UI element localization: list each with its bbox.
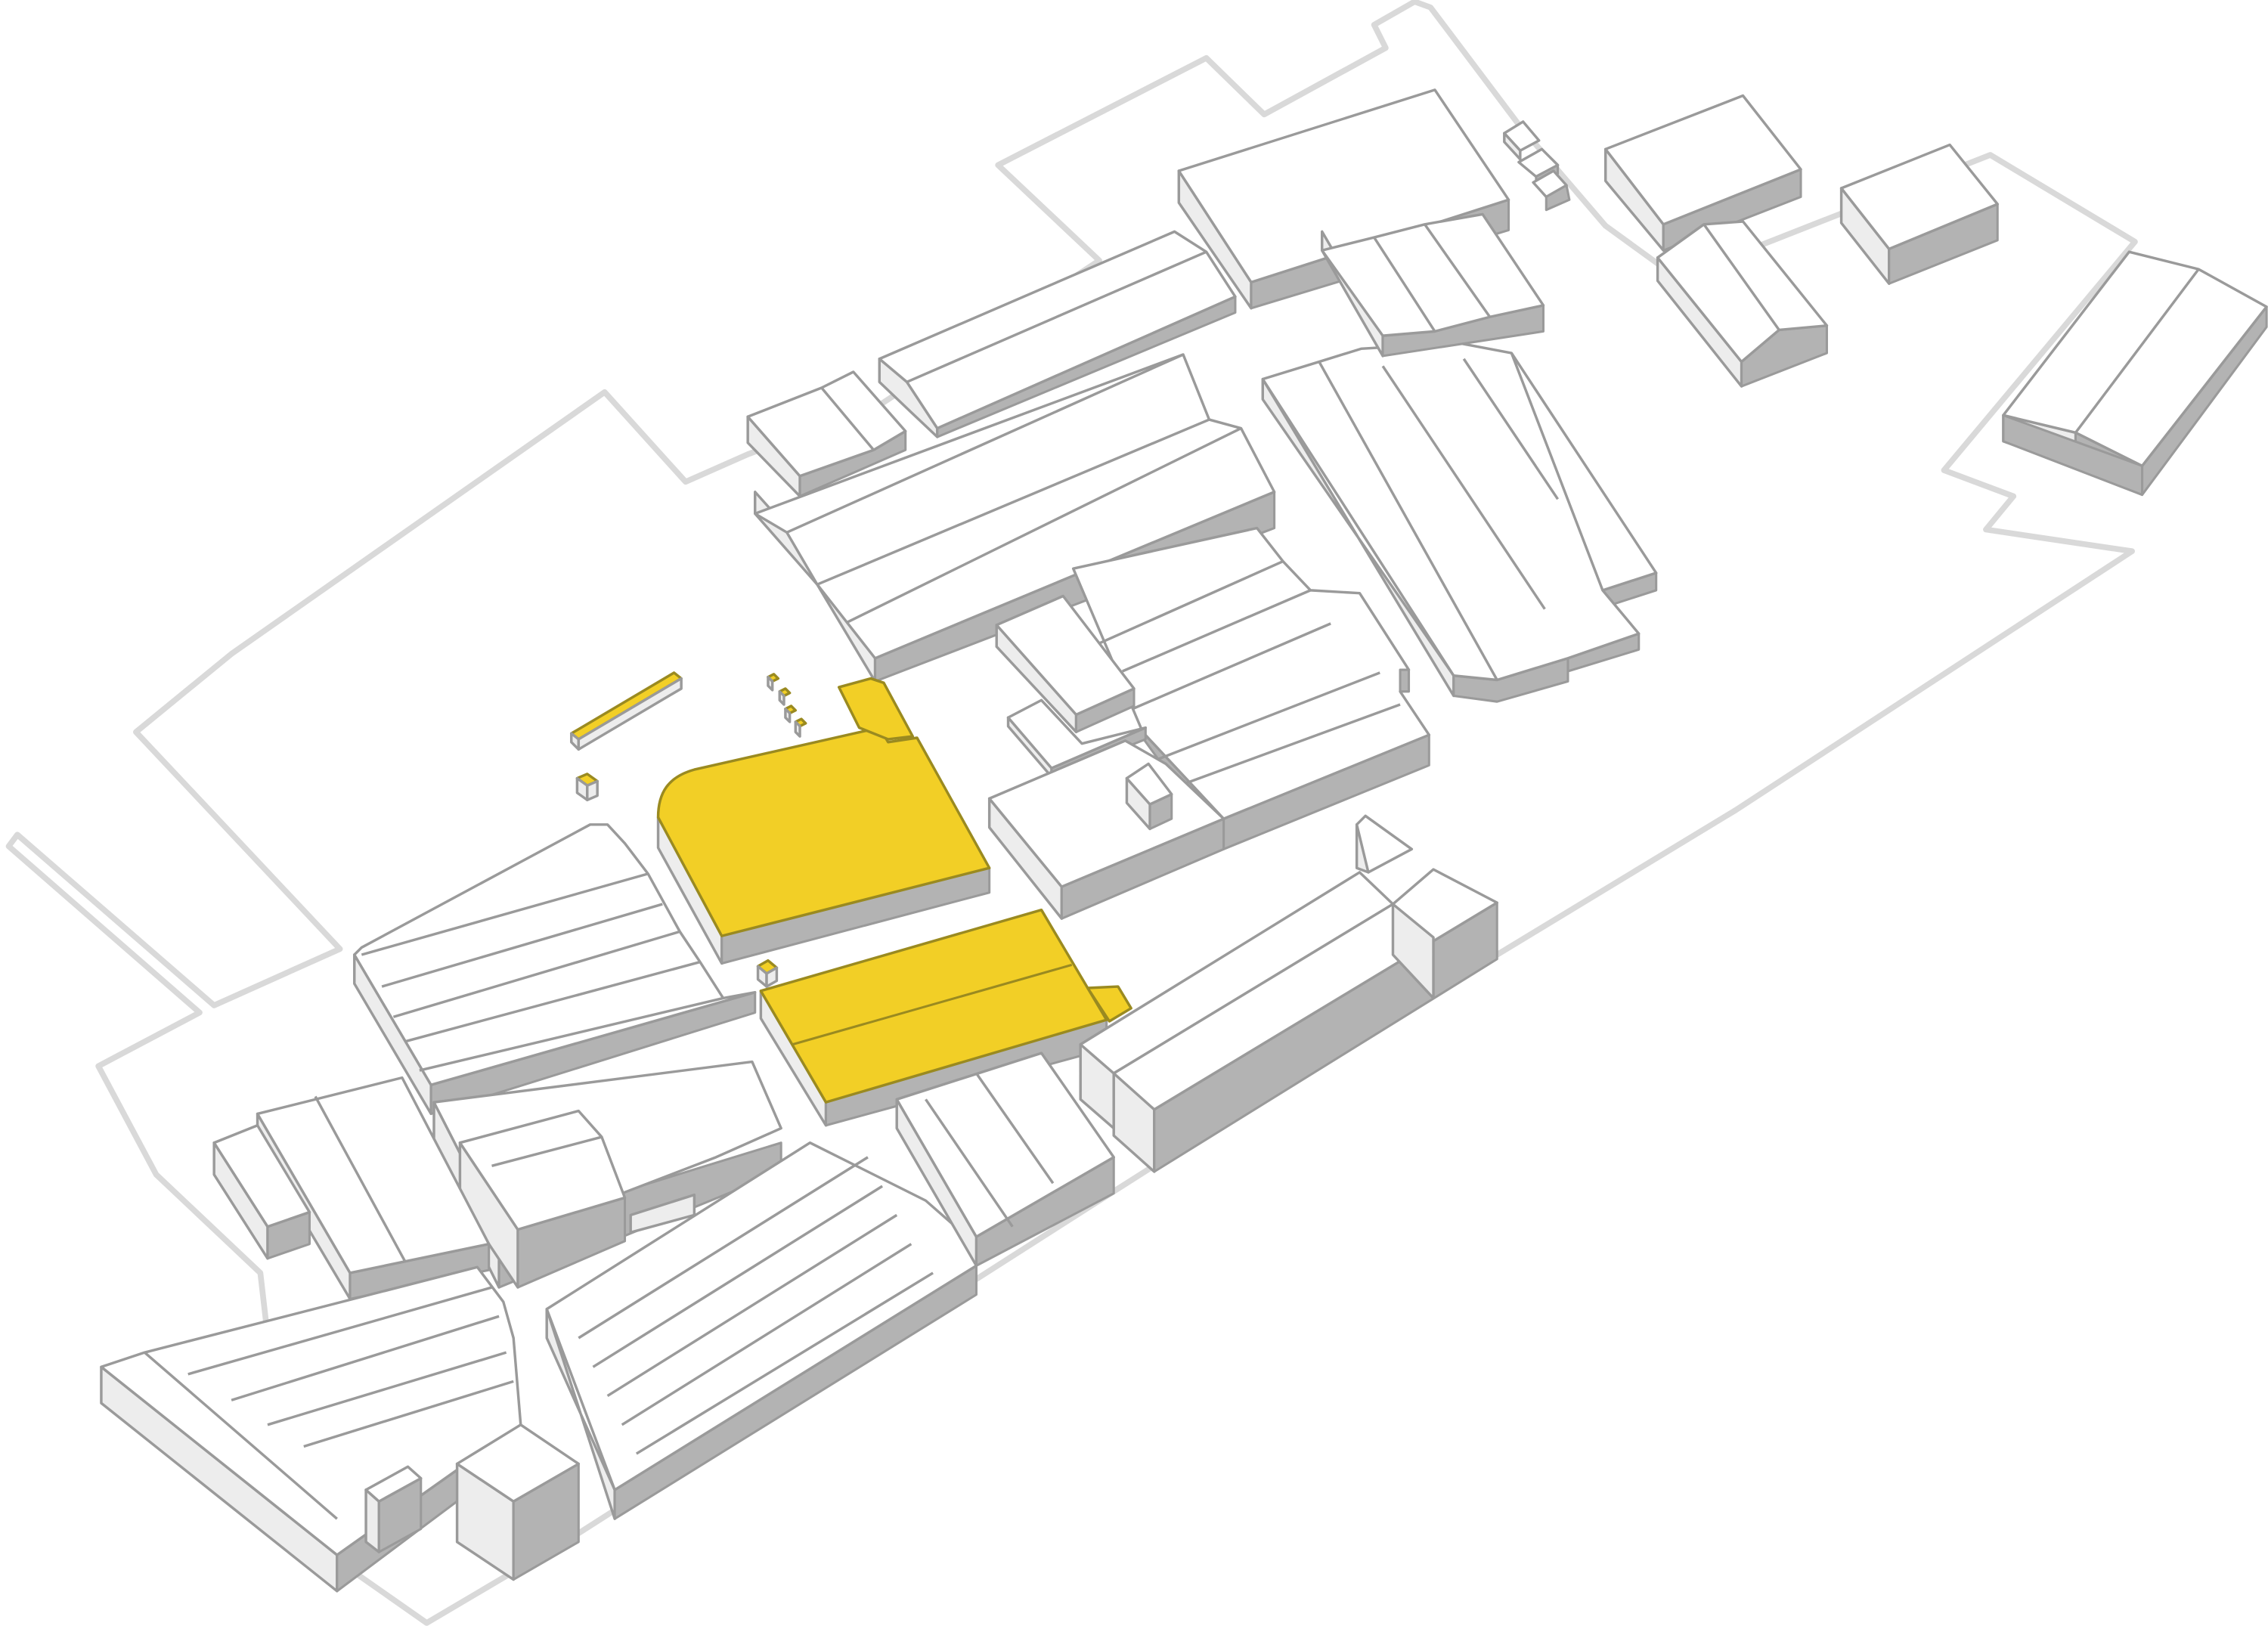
highlighted-building-north: [656, 677, 991, 965]
highlighted-roof-north-annex: [837, 677, 914, 741]
highlighted-roof-south-annex: [1086, 985, 1132, 1023]
building-mid-block-a: [995, 594, 1136, 734]
building-west-block-b: [458, 1109, 627, 1289]
building-mid-tower: [1125, 762, 1173, 831]
small-huts-top: [1503, 120, 1571, 212]
building-west-block-d: [212, 1124, 311, 1260]
building-far-right-1: [1604, 94, 1802, 252]
small-units-row: [629, 1193, 696, 1234]
building-ne-upper: [1321, 212, 1545, 358]
building-sw-tower: [455, 1423, 581, 1581]
building-sw-small: [364, 1465, 423, 1553]
building-far-right-3: [1656, 220, 1829, 388]
building-east-wing: [1079, 814, 1498, 1173]
building-ne-shed-group: [1261, 341, 1658, 703]
highlighted-roof-south: [759, 908, 1108, 1104]
building-mid-block-c: [987, 739, 1225, 920]
highlighted-small-elements: [570, 671, 807, 988]
building-north-large: [754, 353, 1276, 683]
building-far-right-4: [2002, 250, 2268, 497]
building-sawtooth-south: [545, 1141, 978, 1520]
highlighted-roof-north: [656, 726, 991, 937]
building-west-sheds: [353, 823, 757, 1116]
building-long-north: [878, 230, 1237, 438]
building-sawtooth-east: [895, 1051, 1115, 1268]
building-north-small: [746, 370, 907, 498]
building-far-right-2: [1839, 143, 1999, 285]
